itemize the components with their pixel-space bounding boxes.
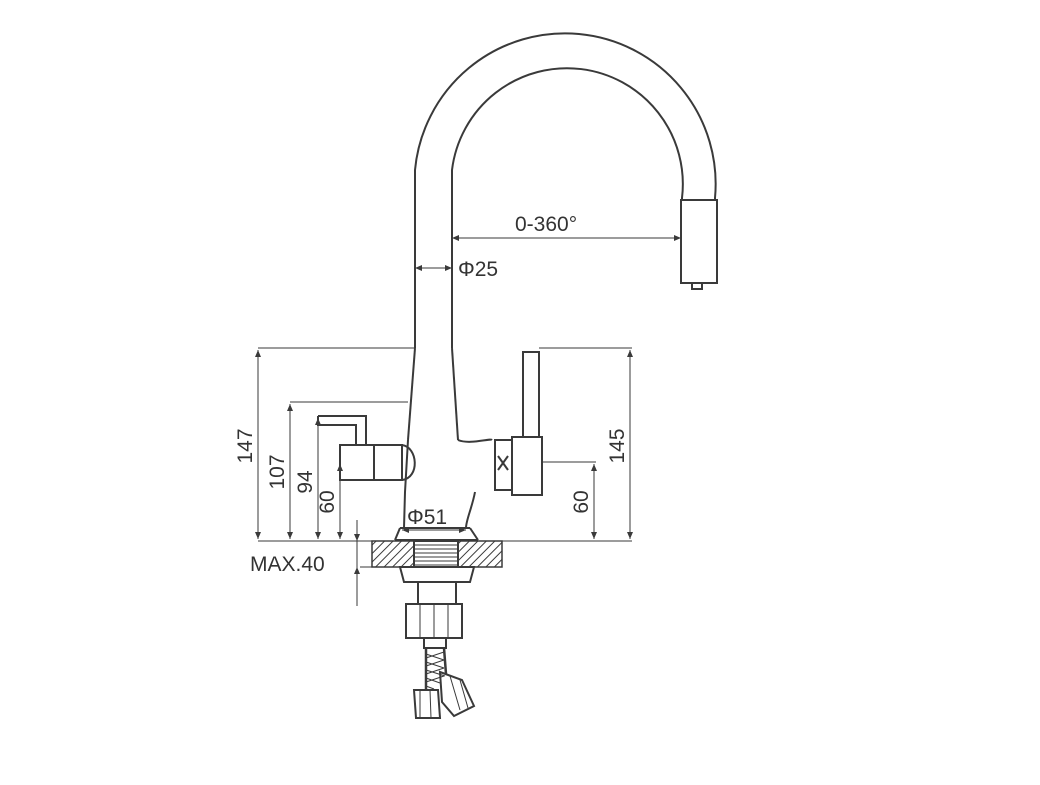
left-extension-lines <box>258 347 415 542</box>
swivel-label: 0-360° <box>515 213 577 236</box>
right-handle <box>494 351 543 496</box>
max-thickness-label: MAX.40 <box>250 553 325 576</box>
right-extension-lines <box>478 347 632 542</box>
left-handle <box>317 415 416 481</box>
height-total-label: 147 <box>234 428 257 463</box>
base-diameter-label: Φ51 <box>407 506 447 529</box>
height-60-left-label: 60 <box>316 490 339 513</box>
height-107-label: 107 <box>266 454 289 489</box>
threaded-shank <box>413 540 459 568</box>
spout <box>414 32 717 348</box>
height-145-label: 145 <box>606 428 629 463</box>
spray-head <box>680 199 718 290</box>
spout-diameter-label: Φ25 <box>458 258 498 281</box>
braided-hose <box>424 647 448 690</box>
height-94-label: 94 <box>294 470 317 494</box>
hose-fitting-right <box>438 670 476 718</box>
height-60-right-label: 60 <box>570 490 593 513</box>
mounting-nut <box>398 566 476 649</box>
hose-fitting-left <box>412 689 442 719</box>
